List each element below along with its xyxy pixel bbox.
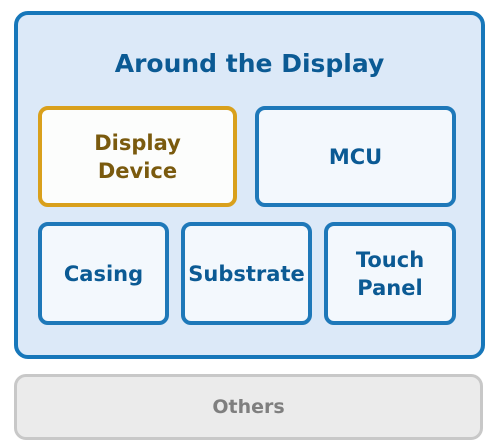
others-label: Others [212,396,285,418]
around-the-display-group: Around the Display Display Device MCU Ca… [14,11,485,359]
touch-panel-label: Touch Panel [355,247,425,300]
group-title: Around the Display [114,49,385,78]
casing-label: Casing [63,261,144,286]
mcu-label: MCU [328,144,383,169]
mcu-box: MCU [255,106,456,207]
substrate-label: Substrate [188,261,305,286]
touch-panel-box: Touch Panel [324,222,456,325]
display-device-box: Display Device [38,106,237,207]
substrate-box: Substrate [181,222,312,325]
display-device-label: Display Device [94,130,181,183]
others-box: Others [14,374,483,440]
casing-box: Casing [38,222,169,325]
